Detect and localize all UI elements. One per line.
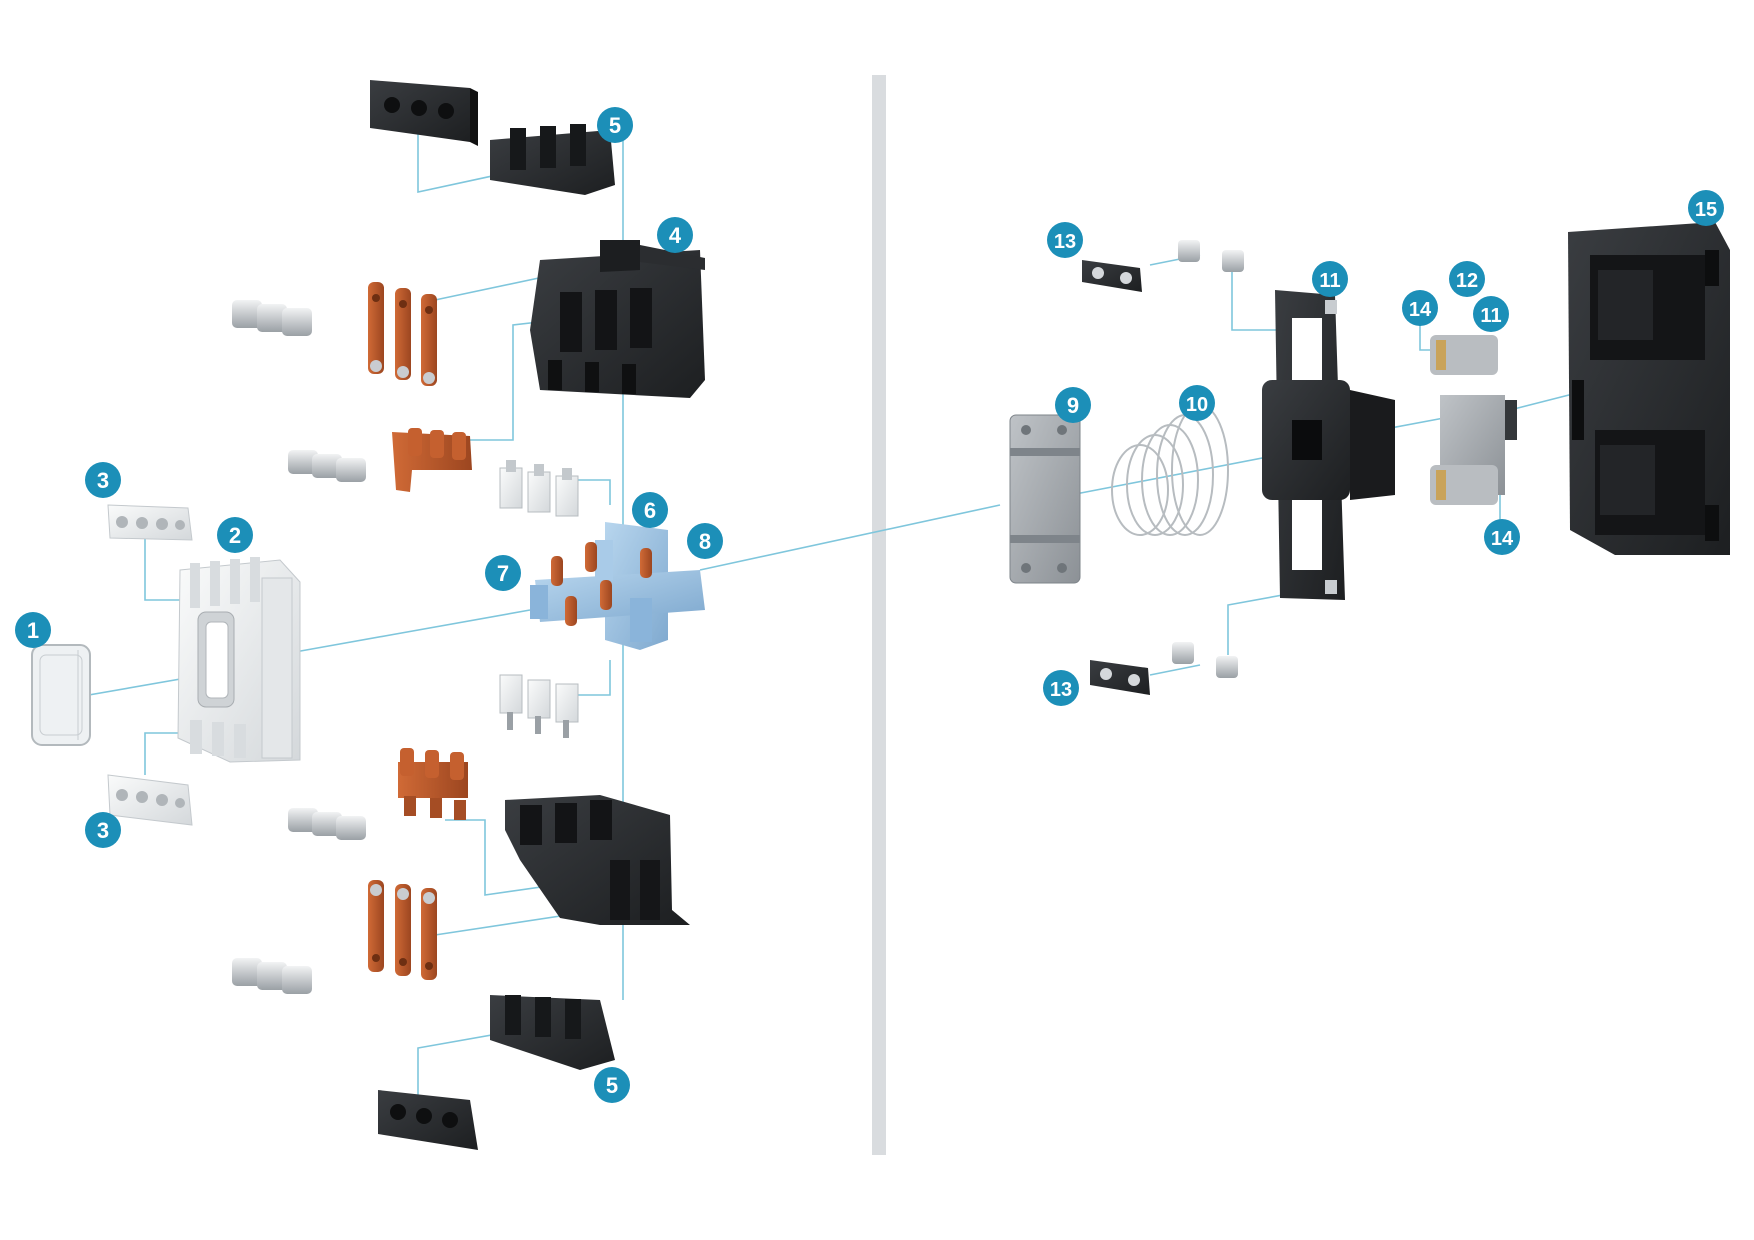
section-divider — [872, 75, 886, 1155]
copper-bars-upper-straight — [368, 282, 437, 386]
callout-11: 11 — [1312, 261, 1348, 297]
callout-number: 8 — [699, 529, 711, 554]
callout-badge — [1473, 296, 1509, 332]
callout-12: 12 — [1449, 261, 1485, 297]
callout-number: 2 — [229, 523, 241, 548]
callout-11: 11 — [1473, 296, 1509, 332]
copper-bars-lower-bent — [398, 748, 468, 820]
coil-frame — [1262, 290, 1395, 600]
white-shield-upper — [107, 504, 193, 541]
coil-screws-lower — [1172, 642, 1238, 678]
callout-15: 15 — [1688, 190, 1724, 226]
upper-contact-housing — [530, 240, 705, 398]
callout-badge — [1484, 519, 1520, 555]
callout-13: 13 — [1047, 222, 1083, 258]
terminal-screws-upper-1 — [232, 300, 312, 336]
callout-2: 2 — [217, 517, 253, 553]
terminal-cover-top — [490, 124, 615, 195]
callout-number: 11 — [1480, 305, 1501, 327]
callout-number: 5 — [609, 113, 621, 138]
callout-number: 10 — [1186, 394, 1208, 416]
auxiliary-terminals-lower — [499, 674, 579, 738]
lower-contact-housing — [505, 795, 690, 925]
coil-screws-upper — [1178, 240, 1244, 272]
white-shield-lower — [107, 774, 193, 826]
callout-badge — [1047, 222, 1083, 258]
callout-number: 4 — [669, 223, 682, 248]
terminal-screws-lower-1 — [288, 808, 366, 840]
retaining-clip-upper — [1082, 260, 1142, 292]
callout-badge — [1402, 290, 1438, 326]
callout-8: 8 — [687, 523, 723, 559]
callout-badge — [597, 107, 633, 143]
callout-5: 5 — [594, 1067, 630, 1103]
callout-badge — [1043, 670, 1079, 706]
terminal-shield-bottom — [378, 1090, 478, 1150]
front-cover — [177, 557, 301, 763]
callout-badge — [594, 1067, 630, 1103]
callout-badge — [1312, 261, 1348, 297]
armature — [1009, 414, 1081, 584]
callout-10: 10 — [1179, 385, 1215, 421]
callout-number: 6 — [644, 498, 656, 523]
callout-number: 13 — [1050, 679, 1072, 701]
callout-number: 14 — [1409, 299, 1432, 321]
callout-number: 3 — [97, 818, 109, 843]
callout-badge — [217, 517, 253, 553]
callout-14: 14 — [1402, 290, 1438, 326]
callout-number: 7 — [497, 561, 509, 586]
copper-bars-upper-bent — [392, 428, 472, 492]
callout-number: 14 — [1491, 528, 1514, 550]
base-housing — [1568, 222, 1730, 555]
callout-3: 3 — [85, 462, 121, 498]
fixed-magnet-core — [1430, 335, 1517, 505]
callout-6: 6 — [632, 492, 668, 528]
callout-badge — [632, 492, 668, 528]
terminal-shield-top — [370, 80, 478, 146]
callout-3: 3 — [85, 812, 121, 848]
moving-contact-carrier — [530, 522, 705, 650]
callout-9: 9 — [1055, 387, 1091, 423]
callout-badge — [1449, 261, 1485, 297]
copper-bars-lower-straight — [368, 880, 437, 980]
terminal-screws-lower-2 — [232, 958, 312, 994]
callout-number: 5 — [606, 1073, 618, 1098]
terminal-screws-upper-2 — [288, 450, 366, 482]
spring — [1111, 404, 1229, 536]
callout-badge — [15, 612, 51, 648]
callout-4: 4 — [657, 217, 693, 253]
callout-badge — [1688, 190, 1724, 226]
callout-number: 3 — [97, 468, 109, 493]
leader-lines — [59, 125, 1621, 1095]
callout-badge — [85, 812, 121, 848]
retaining-clip-lower — [1090, 660, 1150, 695]
auxiliary-terminals-upper — [499, 460, 579, 517]
callout-number: 1 — [27, 618, 39, 643]
callout-14: 14 — [1484, 519, 1520, 555]
callout-13: 13 — [1043, 670, 1079, 706]
callout-number: 11 — [1319, 270, 1340, 292]
callout-number: 12 — [1456, 270, 1478, 292]
callout-number: 13 — [1054, 231, 1076, 253]
callout-badge — [85, 462, 121, 498]
terminal-cover-bottom — [490, 995, 615, 1070]
callout-badge — [657, 217, 693, 253]
callout-badge — [1055, 387, 1091, 423]
callout-5: 5 — [597, 107, 633, 143]
transparent-lid — [31, 644, 91, 746]
callout-7: 7 — [485, 555, 521, 591]
callout-1: 1 — [15, 612, 51, 648]
callout-number: 15 — [1695, 199, 1717, 221]
callout-badge — [485, 555, 521, 591]
callout-number: 9 — [1067, 393, 1079, 418]
callout-badge — [1179, 385, 1215, 421]
callout-badge — [687, 523, 723, 559]
